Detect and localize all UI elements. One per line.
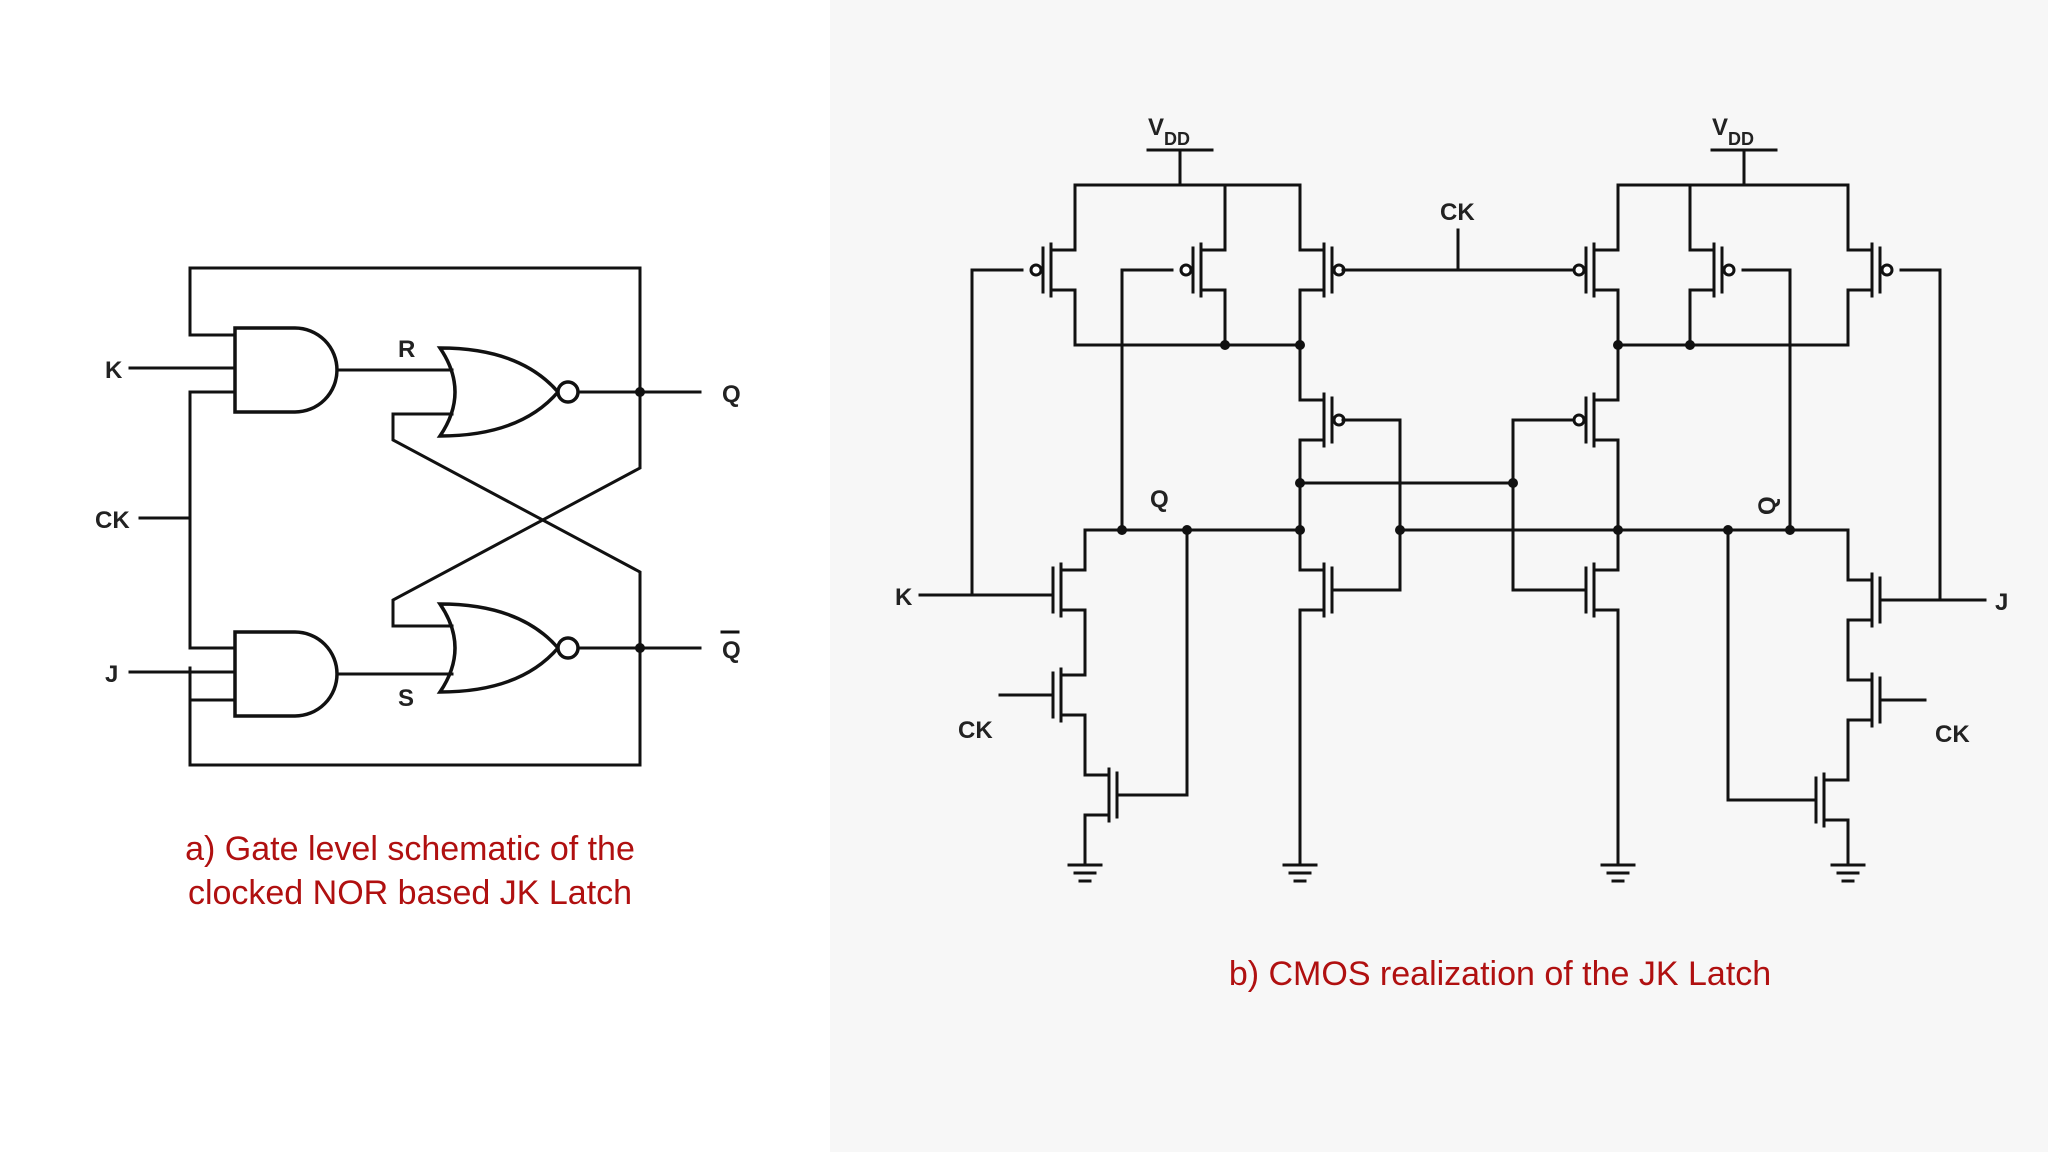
vdd-right: V DD (1710, 114, 1778, 187)
label-j: J (105, 661, 118, 688)
label-q-cmos: Q (1150, 486, 1169, 513)
cross-coupling (391, 390, 642, 650)
caption-a-line1: a) Gate level schematic of the (185, 830, 635, 868)
panel-b-cmos-schematic: V DD V DD (830, 0, 2048, 1152)
label-qbar: Q (722, 637, 741, 664)
label-ck-left: CK (958, 717, 993, 744)
label-k: K (105, 357, 123, 384)
label-q: Q (722, 381, 741, 408)
svg-text:DD: DD (1164, 129, 1190, 149)
svg-text:V: V (1148, 114, 1164, 141)
label-k-cmos: K (895, 584, 913, 611)
panel-b-background (830, 0, 2048, 1152)
nor-gate-top (436, 346, 561, 438)
label-qbar-cmos: Q (1754, 496, 1781, 515)
caption-b: b) CMOS realization of the JK Latch (1229, 955, 1771, 993)
label-ck-right: CK (1935, 721, 1970, 748)
and-gate-bottom (233, 630, 339, 718)
feedback-loop-bottom (188, 646, 642, 767)
label-ck-top: CK (1440, 199, 1475, 226)
nor-bottom-inversion-bubble (556, 636, 580, 660)
caption-a-line2: clocked NOR based JK Latch (188, 874, 632, 912)
label-ck: CK (95, 507, 130, 534)
panel-a-gate-schematic: K CK J R S Q Q a) Gate level schematic o… (95, 266, 741, 912)
label-s: S (398, 685, 414, 712)
and-gate-top (233, 326, 339, 414)
svg-text:V: V (1712, 114, 1728, 141)
label-r: R (398, 336, 415, 363)
nor-top-inversion-bubble (556, 380, 580, 404)
svg-text:DD: DD (1728, 129, 1754, 149)
nor-gate-bottom (436, 602, 561, 694)
label-j-cmos: J (1995, 589, 2008, 616)
feedback-loop-top (188, 266, 642, 394)
vdd-left: V DD (1146, 114, 1214, 187)
